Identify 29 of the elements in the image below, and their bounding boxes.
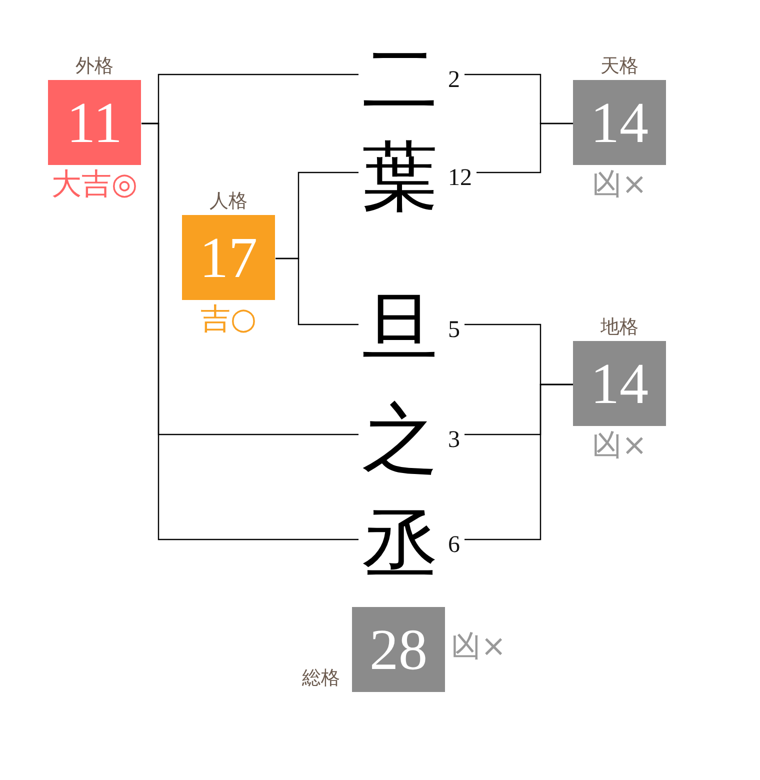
connector-line xyxy=(142,122,358,540)
stroke-count: 12 xyxy=(448,166,472,190)
kanji-character: 二 xyxy=(362,42,438,118)
kanji-character: 旦 xyxy=(362,292,438,368)
connector-line xyxy=(276,258,358,326)
fortune-verdict: 大吉◎ xyxy=(51,167,138,203)
fortune-number: 14 xyxy=(573,80,666,165)
category-label: 地格 xyxy=(600,315,638,340)
fortune-verdict: 凶× xyxy=(592,428,648,464)
stroke-count: 6 xyxy=(448,533,460,557)
category-label: 総格 xyxy=(302,666,340,691)
kanji-character: 丞 xyxy=(362,507,438,583)
fortune-number: 14 xyxy=(573,341,666,426)
stroke-count: 5 xyxy=(448,318,460,342)
fortune-number: 28 xyxy=(352,607,445,692)
fortune-verdict: 吉○ xyxy=(200,302,257,338)
connector-line xyxy=(464,384,574,540)
connector-line xyxy=(476,122,574,174)
kanji-character: 葉 xyxy=(362,140,438,216)
fortune-verdict: 凶× xyxy=(592,167,648,203)
fortune-verdict: 凶× xyxy=(451,628,506,664)
stroke-count: 3 xyxy=(448,428,460,452)
stroke-count: 2 xyxy=(448,68,460,92)
category-label: 人格 xyxy=(210,189,248,214)
fortune-number: 11 xyxy=(48,80,141,165)
category-label: 外格 xyxy=(76,54,114,79)
fortune-number: 17 xyxy=(182,215,275,300)
category-label: 天格 xyxy=(600,54,638,79)
kanji-character: 之 xyxy=(362,402,438,478)
